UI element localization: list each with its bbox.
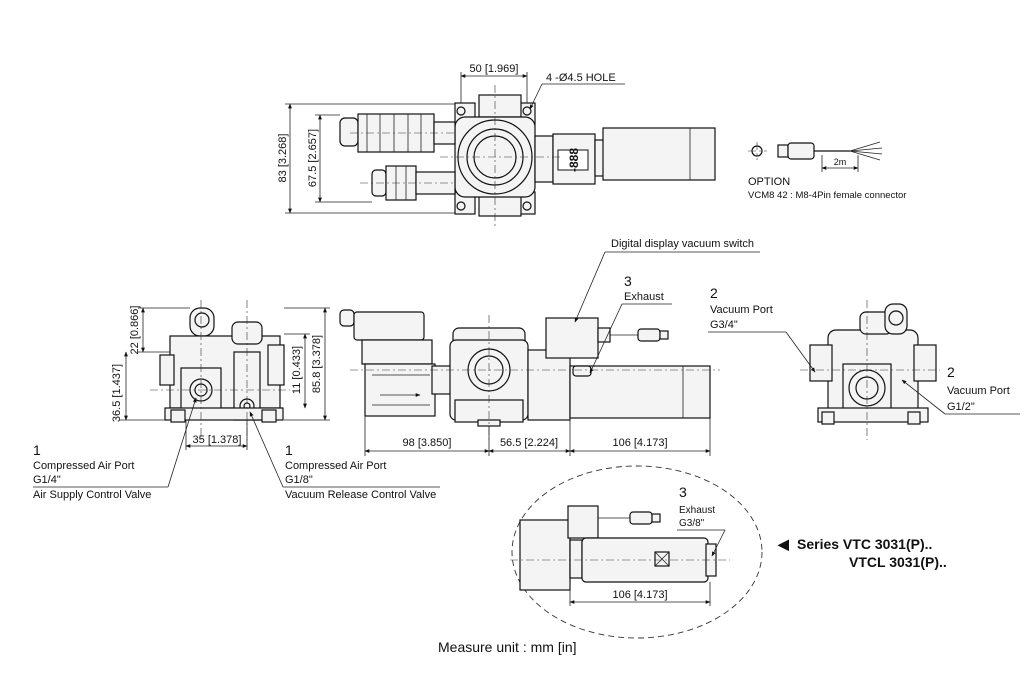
vac-top-size: G3/4" bbox=[710, 319, 738, 331]
dim-36: 36.5 [1.437] bbox=[111, 364, 123, 422]
dim-height-67: 67.5 [2.657] bbox=[307, 129, 319, 187]
switch-callout: Digital display vacuum switch bbox=[574, 238, 760, 323]
exhaust-number: 3 bbox=[624, 273, 632, 289]
vac-top-label: Vacuum Port bbox=[710, 304, 773, 316]
detail-exhaust-size: G3/8" bbox=[679, 518, 705, 529]
right-side-view bbox=[800, 300, 940, 440]
series-line1: Series VTC 3031(P).. bbox=[797, 536, 932, 552]
dim-85: 85.8 [3.378] bbox=[311, 335, 323, 393]
exhaust-label: Exhaust bbox=[624, 291, 664, 303]
dim-11: 11 [0.433] bbox=[291, 346, 303, 394]
vac-release-valve: Vacuum Release Control Valve bbox=[285, 489, 436, 501]
air-supply-valve: Air Supply Control Valve bbox=[33, 489, 151, 501]
detail-view: 106 [4.173] 3 Exhaust G3/8" bbox=[510, 465, 763, 639]
air-port-number: 1 bbox=[33, 442, 41, 458]
dim-98: 98 [3.850] bbox=[403, 437, 452, 449]
vac-port-number: 1 bbox=[285, 442, 293, 458]
cable-length: 2m bbox=[834, 157, 847, 167]
left-side-view: 22 [0.866] 36.5 [1.437] 85.8 [3.378] 11 … bbox=[111, 300, 330, 450]
exhaust-callout: 3 Exhaust bbox=[589, 273, 672, 374]
detail-exhaust-label: Exhaust bbox=[679, 505, 715, 516]
measure-unit: Measure unit : mm [in] bbox=[438, 639, 577, 655]
vacuum-port-bottom-callout: 2 Vacuum Port G1/2" bbox=[901, 364, 1020, 415]
top-view: -888 50 [1.969] 4 -Ø4.5 HOLE 83 [3.268] … bbox=[277, 63, 716, 228]
dim-35: 35 [1.378] bbox=[193, 434, 242, 446]
vac-port-label: Compressed Air Port bbox=[285, 460, 386, 472]
series-label: ◀ Series VTC 3031(P).. VTCL 3031(P).. bbox=[777, 536, 947, 570]
detail-exhaust-number: 3 bbox=[679, 484, 687, 500]
switch-label: Digital display vacuum switch bbox=[611, 238, 754, 250]
air-port-label: Compressed Air Port bbox=[33, 460, 134, 472]
air-port-size: G1/4" bbox=[33, 474, 61, 486]
option-connector: 2m OPTION VCM8 42 : M8-4Pin female conne… bbox=[748, 141, 906, 201]
dim-22: 22 [0.866] bbox=[129, 306, 141, 355]
series-line2: VTCL 3031(P).. bbox=[849, 554, 947, 570]
vac-bottom-label: Vacuum Port bbox=[947, 385, 1010, 397]
dim-56: 56.5 [2.224] bbox=[500, 437, 558, 449]
option-desc: VCM8 42 : M8-4Pin female connector bbox=[748, 190, 906, 201]
detail-dim-106: 106 [4.173] bbox=[612, 589, 667, 601]
display-digits: -888 bbox=[567, 148, 581, 172]
front-view: 98 [3.850] 56.5 [2.224] 106 [4.173] bbox=[339, 309, 720, 456]
dim-height-83: 83 [3.268] bbox=[277, 134, 289, 183]
air-port-callout: 1 Compressed Air Port G1/4" Air Supply C… bbox=[33, 397, 197, 501]
vac-bottom-size: G1/2" bbox=[947, 401, 975, 413]
vacuum-release-callout: 1 Compressed Air Port G1/8" Vacuum Relea… bbox=[249, 411, 440, 501]
dim-106: 106 [4.173] bbox=[612, 437, 667, 449]
vacuum-port-top-callout: 2 Vacuum Port G3/4" bbox=[708, 285, 816, 373]
vac-bottom-number: 2 bbox=[947, 364, 955, 380]
hole-label: 4 -Ø4.5 HOLE bbox=[546, 72, 616, 84]
dim-width-50: 50 [1.969] bbox=[470, 63, 519, 75]
vac-top-number: 2 bbox=[710, 285, 718, 301]
vac-port-size: G1/8" bbox=[285, 474, 313, 486]
series-marker: ◀ bbox=[777, 536, 789, 552]
option-title: OPTION bbox=[748, 176, 790, 188]
